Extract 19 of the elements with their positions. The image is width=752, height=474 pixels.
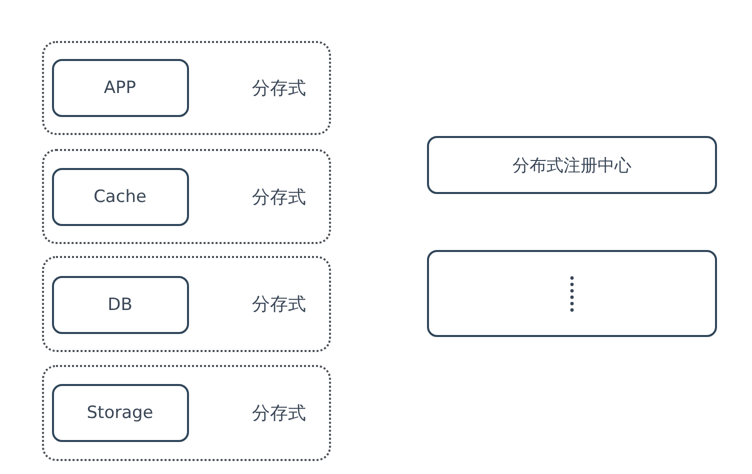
box-label: Storage: [86, 402, 154, 422]
group-label: 分存式: [252, 402, 306, 425]
box-label: Cache: [94, 186, 146, 206]
dotted-group-box: [42, 41, 331, 135]
box-label: DB: [108, 294, 132, 314]
empty-rounded-box: [427, 250, 717, 337]
dotted-group-box: [42, 149, 331, 244]
rounded-box: [52, 384, 188, 442]
group-label: 分存式: [252, 186, 306, 208]
rounded-box: [52, 276, 188, 334]
rounded-box: [427, 136, 717, 194]
dotted-group-box: [42, 365, 331, 461]
group-label: 分存式: [252, 77, 306, 100]
box-label: 分布式注册中心: [512, 154, 632, 176]
rounded-box: [52, 168, 188, 226]
dotted-group-box: [42, 256, 331, 352]
group-label: 分存式: [252, 293, 306, 316]
box-label: APP: [104, 78, 136, 98]
rounded-box: [52, 58, 188, 116]
